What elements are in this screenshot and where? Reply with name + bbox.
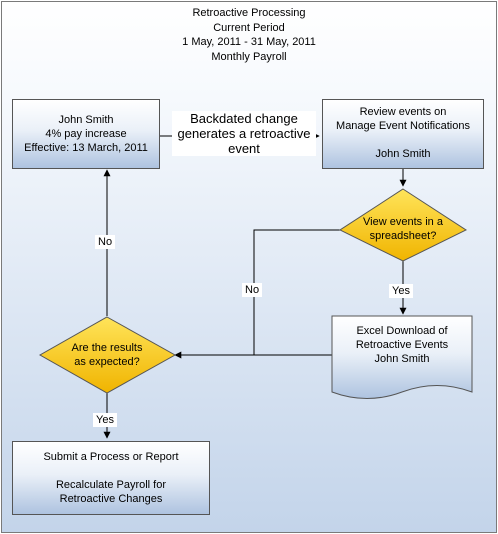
- view-decision-diamond: [338, 188, 468, 262]
- edge-label-yes-view: Yes: [389, 284, 413, 298]
- change-event-box: John Smith 4% pay increase Effective: 13…: [12, 99, 160, 169]
- header-period: Current Period: [213, 21, 285, 34]
- review-line2: Manage Event Notifications: [336, 120, 470, 132]
- results-decision-line1: Are the results: [71, 342, 143, 354]
- edge-label-no-results: No: [95, 235, 116, 249]
- submit-line2: Recalculate Payroll for: [55, 479, 167, 491]
- change-description: 4% pay increase: [45, 128, 127, 140]
- results-decision-label: Are the results as expected?: [47, 338, 167, 372]
- header-payroll: Monthly Payroll: [211, 50, 287, 63]
- excel-line1: Excel Download of: [356, 325, 448, 337]
- diagram-header: Retroactive Processing Current Period 1 …: [0, 6, 498, 64]
- excel-employee: John Smith: [374, 353, 430, 365]
- excel-line2: Retroactive Events: [355, 339, 449, 351]
- header-dates: 1 May, 2011 - 31 May, 2011: [182, 36, 316, 48]
- backdated-change-label: Backdated change generates a retroactive…: [172, 111, 316, 156]
- header-title: Retroactive Processing: [192, 7, 306, 19]
- backdated-line2: generates a retroactive: [177, 126, 311, 141]
- edge-no-view: [253, 229, 341, 355]
- backdated-line3: event: [228, 141, 260, 156]
- submit-process-box: Submit a Process or Report Recalculate P…: [12, 441, 210, 515]
- backdated-line1: Backdated change: [190, 111, 298, 126]
- view-decision-label: View events in a spreadsheet?: [343, 211, 463, 247]
- results-decision-line2: as expected?: [74, 356, 140, 368]
- view-decision-line2: spreadsheet?: [369, 230, 437, 242]
- change-employee: John Smith: [58, 114, 114, 126]
- excel-document-shape: [331, 315, 473, 399]
- submit-line3: Retroactive Changes: [59, 493, 163, 505]
- edge-label-yes-results: Yes: [93, 413, 117, 427]
- review-employee: John Smith: [375, 148, 431, 160]
- view-decision-line1: View events in a: [363, 216, 443, 228]
- submit-line1: Submit a Process or Report: [43, 451, 179, 463]
- review-events-box: Review events on Manage Event Notificati…: [322, 99, 484, 169]
- results-decision-diamond: [38, 316, 177, 394]
- excel-download-label: Excel Download of Retroactive Events Joh…: [332, 321, 472, 369]
- review-line1: Review events on: [359, 106, 447, 118]
- edge-label-no-view: No: [242, 283, 263, 297]
- change-effective: Effective: 13 March, 2011: [24, 142, 148, 154]
